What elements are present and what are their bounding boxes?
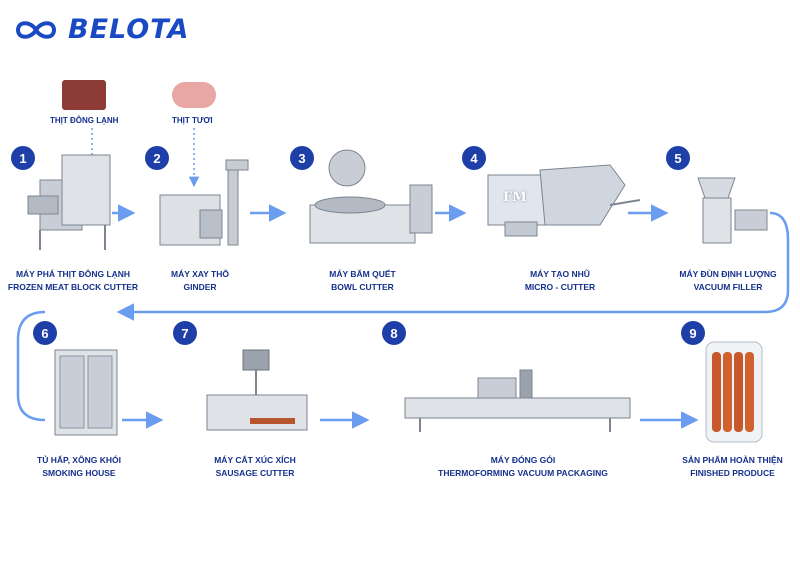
step-label-7: MÁY CẮT XÚC XÍCH SAUSAGE CUTTER xyxy=(200,454,310,480)
step-label-5-en: VACUUM FILLER xyxy=(693,282,763,292)
step-badge-9: 9 xyxy=(681,321,705,345)
step-label-8-en: THERMOFORMING VACUUM PACKAGING xyxy=(438,468,608,478)
step-label-1-vi: MÁY PHÁ THỊT ĐÔNG LẠNH xyxy=(15,269,131,279)
step-badge-4: 4 xyxy=(462,146,486,170)
step-label-2-vi: MÁY XAY THÔ xyxy=(171,269,229,279)
step-label-1: MÁY PHÁ THỊT ĐÔNG LẠNH FROZEN MEAT BLOCK… xyxy=(0,268,146,294)
micro-cutter-image xyxy=(487,164,641,237)
sausage-cutter-image xyxy=(206,349,308,431)
step-label-3-en: BOWL CUTTER xyxy=(331,282,394,292)
brand-logo: BELOTA xyxy=(14,14,189,45)
infinity-icon xyxy=(15,20,57,39)
step-label-1-en: FROZEN MEAT BLOCK CUTTER xyxy=(7,282,139,292)
step-badge-2: 2 xyxy=(145,146,169,170)
step-badge-3: 3 xyxy=(290,146,314,170)
flow-return-right xyxy=(116,211,790,321)
step-label-6: TỦ HẤP, XÔNG KHÓI SMOKING HOUSE xyxy=(24,454,134,480)
flow-return-left xyxy=(16,310,46,422)
frozen-meat-block-cutter-image xyxy=(27,154,111,250)
step-label-8-vi: MÁY ĐÓNG GÓI xyxy=(490,455,556,465)
grinder-image xyxy=(159,159,249,246)
input-label-frozen: THỊT ĐÔNG LẠNH xyxy=(50,116,119,125)
fresh-meat-image xyxy=(172,82,216,108)
step-badge-7: 7 xyxy=(173,321,197,345)
input-label-fresh: THỊT TƯƠI xyxy=(172,116,213,125)
step-label-9-en: FINISHED PRODUCE xyxy=(690,468,775,478)
step-label-6-en: SMOKING HOUSE xyxy=(42,468,116,478)
step-label-3-vi: MÁY BĂM QUẾT xyxy=(329,269,396,279)
step-label-2: MÁY XAY THÔ GINDER xyxy=(150,268,250,294)
finished-sausage-pack-image xyxy=(705,341,763,443)
step-label-7-en: SAUSAGE CUTTER xyxy=(215,468,295,478)
step-label-2-en: GINDER xyxy=(183,282,217,292)
step-badge-8: 8 xyxy=(382,321,406,345)
step-label-4-en: MICRO - CUTTER xyxy=(524,282,596,292)
step-badge-1: 1 xyxy=(11,146,35,170)
step-label-4: MÁY TẠO NHŨ MICRO - CUTTER xyxy=(505,268,615,294)
step-label-9: SẢN PHẨM HOÀN THIỆN FINISHED PRODUCE xyxy=(670,454,795,480)
thermoforming-packaging-image xyxy=(404,369,631,432)
step-label-3: MÁY BĂM QUẾT BOWL CUTTER xyxy=(310,268,415,294)
frozen-meat-image xyxy=(62,80,106,110)
step-label-6-vi: TỦ HẤP, XÔNG KHÓI xyxy=(37,455,121,465)
step-label-4-vi: MÁY TẠO NHŨ xyxy=(530,269,590,279)
step-label-5: MÁY ĐÙN ĐỊNH LƯỢNG VACUUM FILLER xyxy=(668,268,788,294)
step-label-7-vi: MÁY CẮT XÚC XÍCH xyxy=(214,455,296,465)
step-label-8: MÁY ĐÓNG GÓI THERMOFORMING VACUUM PACKAG… xyxy=(428,454,618,480)
step-badge-5: 5 xyxy=(666,146,690,170)
step-label-5-vi: MÁY ĐÙN ĐỊNH LƯỢNG xyxy=(679,269,777,279)
vacuum-filler-image xyxy=(697,177,768,244)
smoking-house-image xyxy=(54,349,118,436)
bowl-cutter-image xyxy=(309,149,433,244)
micro-cutter-brand-mark: FM xyxy=(503,190,527,205)
step-label-9-vi: SẢN PHẨM HOÀN THIỆN xyxy=(682,455,783,465)
step-badge-6: 6 xyxy=(33,321,57,345)
brand-name: BELOTA xyxy=(68,14,190,45)
